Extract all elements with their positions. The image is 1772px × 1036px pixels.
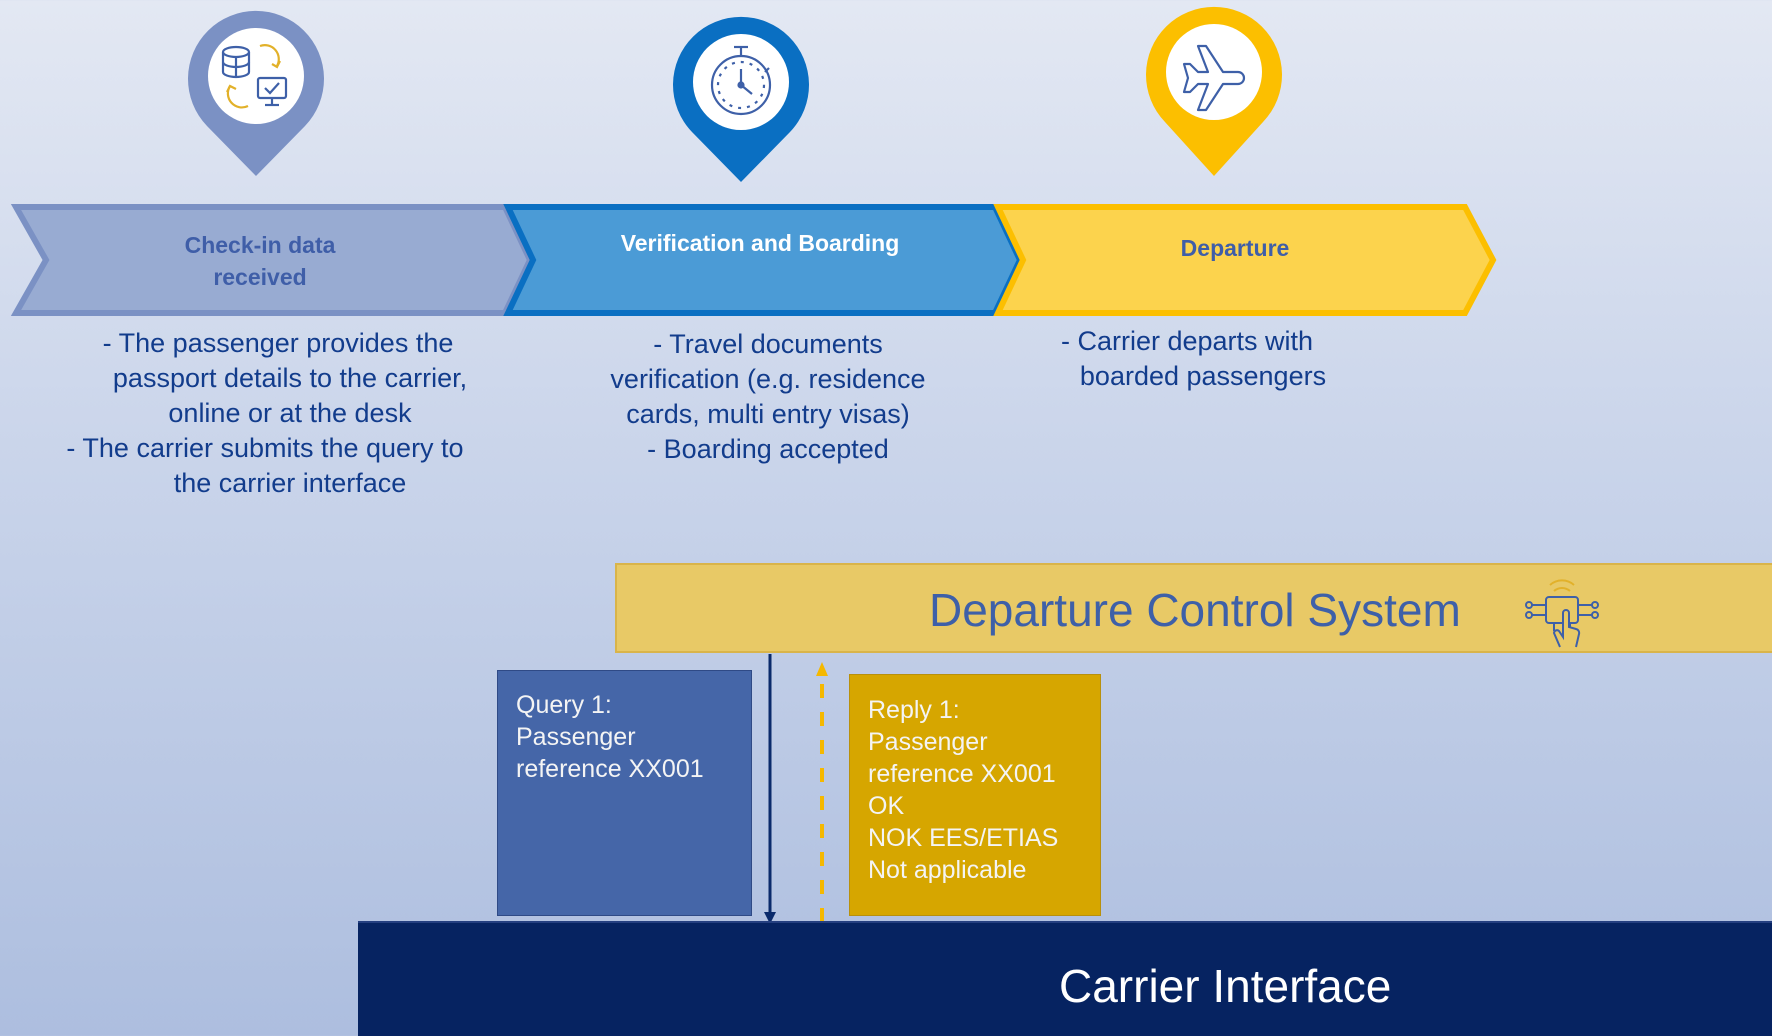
departure-description: - Carrier departs with boarded passenger… xyxy=(1030,324,1370,394)
arrows-layer xyxy=(764,654,828,924)
query-arrow-head xyxy=(764,912,776,924)
verification-description: - Travel documents verification (e.g. re… xyxy=(578,327,958,467)
stage-chevron-verification xyxy=(503,204,1024,316)
departure-control-system-bar: Departure Control System xyxy=(615,563,1772,653)
stage-label-checkin: Check-in data received xyxy=(60,229,460,293)
description-line: boarded passengers xyxy=(1079,361,1327,391)
stage-chevron-departure xyxy=(993,204,1497,316)
reply-line: reference XX001 xyxy=(868,760,1056,788)
query-line: reference XX001 xyxy=(516,755,704,783)
reply-line: Passenger xyxy=(868,728,988,756)
description-line: - Travel documents xyxy=(653,329,883,359)
reply-arrow-head xyxy=(816,662,828,676)
reply-box: Reply 1: Passenger reference XX001 OK NO… xyxy=(849,674,1101,916)
reply-line: OK xyxy=(868,792,905,820)
query-box: Query 1: Passenger reference XX001 xyxy=(497,670,752,916)
description-line: the carrier interface xyxy=(173,468,407,498)
touch-circuit-icon xyxy=(1522,569,1602,656)
stage-label-line: Verification and Boarding xyxy=(620,230,900,256)
reply-line: Reply 1: xyxy=(868,696,960,724)
verification-pin xyxy=(673,14,809,184)
description-line: verification (e.g. residence xyxy=(610,364,926,394)
checkin-description: - The passenger provides the passport de… xyxy=(40,326,540,501)
dcs-title: Departure Control System xyxy=(929,584,1461,636)
stage-label-departure: Departure xyxy=(1035,232,1435,264)
description-line: - Carrier departs with xyxy=(1060,326,1314,356)
stage-label-line: received xyxy=(213,264,307,290)
description-line: passport details to the carrier, xyxy=(112,363,468,393)
carrier-interface-bar: Carrier Interface xyxy=(358,921,1772,1036)
description-line: - The passenger provides the xyxy=(102,328,454,358)
carrier-interface-title: Carrier Interface xyxy=(1059,960,1392,1012)
reply-line: NOK EES/ETIAS xyxy=(868,824,1059,852)
description-line: - Boarding accepted xyxy=(647,434,889,464)
description-line: - The carrier submits the query to xyxy=(66,433,464,463)
stage-label-line: Check-in data xyxy=(184,232,336,258)
stage-label-verification: Verification and Boarding xyxy=(540,227,980,259)
description-line: online or at the desk xyxy=(168,398,412,428)
description-line: cards, multi entry visas) xyxy=(626,399,910,429)
query-line: Query 1: xyxy=(516,691,612,719)
airplane-icon xyxy=(1182,44,1246,112)
reply-line: Not applicable xyxy=(868,856,1027,884)
stage-label-line: Departure xyxy=(1180,235,1290,261)
checkin-pin xyxy=(188,8,324,178)
query-line: Passenger xyxy=(516,723,636,751)
stage-chevrons xyxy=(10,204,1497,316)
stopwatch-icon xyxy=(710,45,772,116)
database-sync-monitor-icon xyxy=(221,44,288,109)
departure-pin xyxy=(1146,4,1282,178)
